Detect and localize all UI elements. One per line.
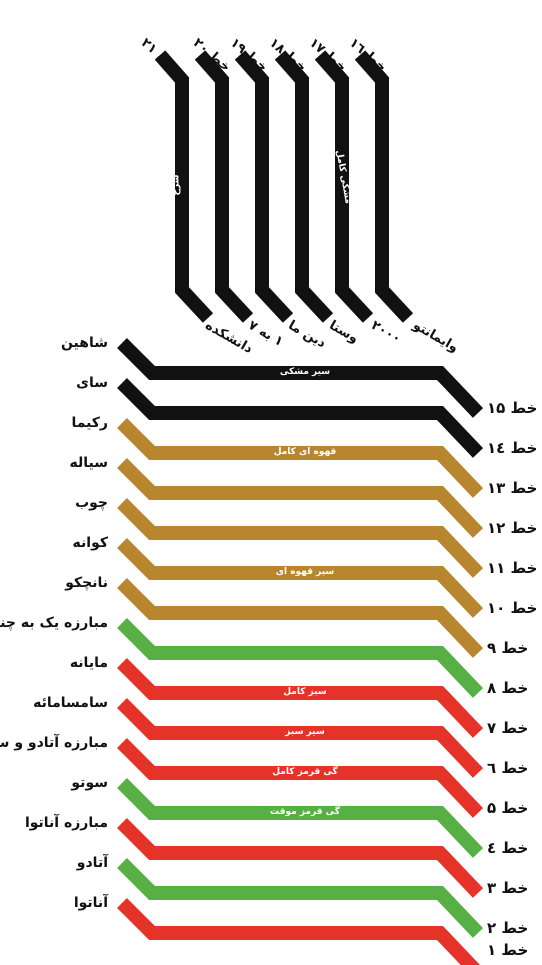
horizontal-belt-line [117,458,484,538]
left-label: آتادو [76,855,108,871]
band-label: قهوه ای کامل [273,447,337,457]
left-label: سای [76,375,108,391]
left-label: مایانه [69,655,108,671]
vertical-belt-line [194,50,254,323]
right-label: خط ۵ [487,799,529,817]
left-label: چوب [75,495,108,511]
horizontal-belt-line [117,418,484,498]
right-label: خط ۱٤ [487,439,538,457]
right-label: خط ۲ [487,919,529,937]
left-label: سیاله [69,455,109,471]
left-label: کوانه [72,535,108,551]
horizontal-belt-line [117,618,484,698]
right-label: خط ۸ [487,679,529,697]
right-label: خط ۱۱ [487,559,538,577]
vertical-belt-line [314,50,374,323]
left-label: مبارزه آناتوا [24,815,108,831]
left-label: سوتو [71,775,108,791]
right-label: خط ۳ [487,879,529,897]
band-label: گی قرمز کامل [272,767,338,777]
horizontal-belt-line [117,778,484,858]
right-label: خط ۱ [487,941,529,959]
horizontal-belt-line [117,578,484,658]
band-label: سیر قهوه ای [275,567,335,577]
vertical-belt-line [234,50,294,323]
left-label: آناتوا [73,895,108,911]
horizontal-belt-line [117,818,484,898]
right-label: خط ۱۰ [487,599,538,617]
horizontal-belt-line [117,338,484,418]
band-label: سیر مشکی [279,367,331,377]
left-label: مبارزه یک به چند [0,615,108,631]
horizontal-belt-line [117,378,484,458]
left-label: سامسامائه [33,695,108,711]
right-label: خط ۹ [487,639,529,657]
right-label: خط ٤ [487,839,529,857]
right-label: خط ٦ [487,759,529,777]
band-label: سبز کامل [283,687,327,697]
band-label: گی قرمز موقت [270,807,340,817]
left-label: رکیما [71,415,108,431]
band-label: سیر سبز [285,727,325,737]
right-label: خط ۱۲ [487,519,538,537]
right-label: خط ۷ [487,719,529,737]
vertical-belt-line [274,50,334,323]
vertical-belt-line [354,50,414,323]
horizontal-belt-line [117,658,484,738]
horizontal-belt-line [117,698,484,778]
left-label: مبارزه آتادو و سوتو [0,735,108,751]
horizontal-belt-line [117,898,481,965]
right-label: خط ۱۵ [487,399,538,417]
horizontal-belt-line [117,498,484,578]
horizontal-belt-line [117,538,484,618]
vertical-belt-line [154,50,214,323]
horizontal-belt-line [117,738,484,818]
left-label: شاهین [60,335,108,351]
left-label: نانچکو [65,575,108,591]
horizontal-belt-line [117,858,484,938]
right-label: خط ۱۳ [487,479,538,497]
vertical-line-text: سرخ [171,174,182,196]
